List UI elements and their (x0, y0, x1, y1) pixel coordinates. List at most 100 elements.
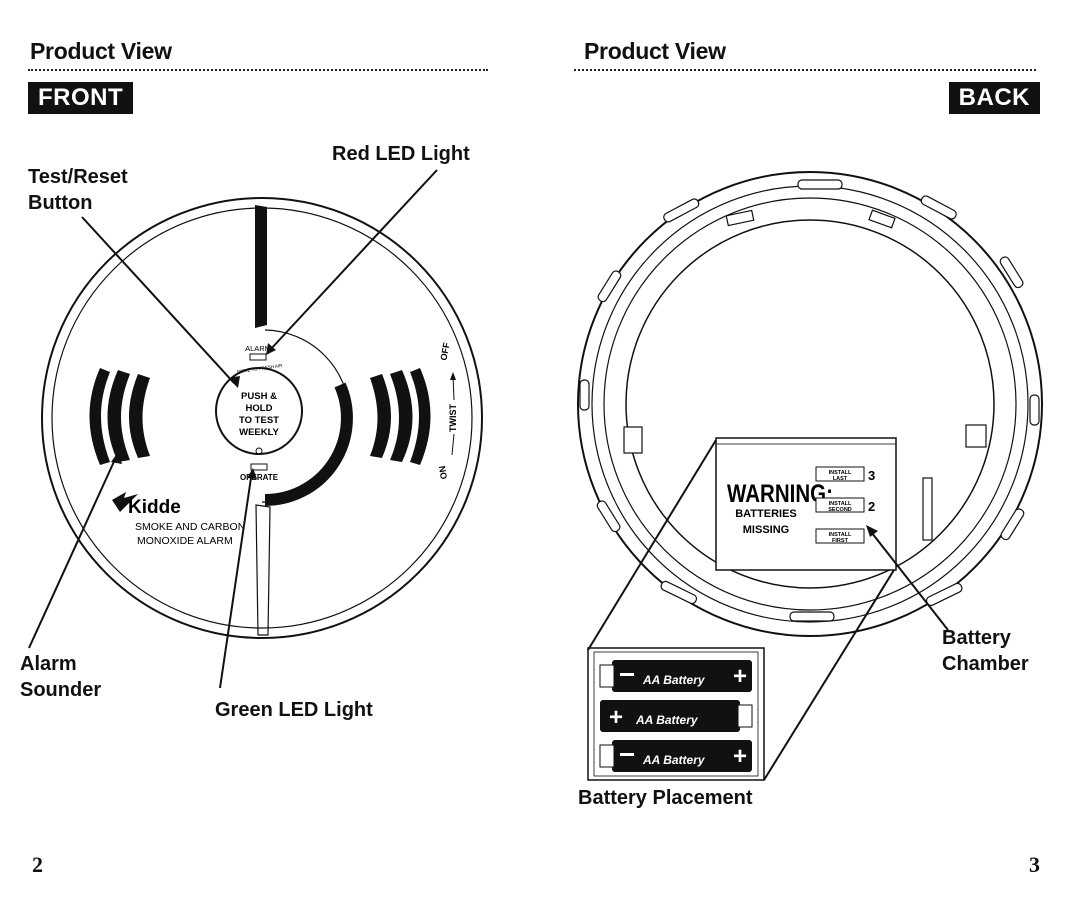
battery-terminal (599, 744, 615, 768)
aa-battery: + AA Battery (599, 660, 752, 692)
mounting-slot (1029, 394, 1040, 426)
install-slot-box (815, 528, 865, 544)
battery-terminal (599, 664, 615, 688)
install-slot: INSTALL SECOND 2 (815, 497, 875, 514)
mounting-tab (623, 426, 643, 454)
install-slot-line1: INSTALL (829, 532, 852, 538)
red-led (249, 353, 267, 361)
base-inner-ring (625, 219, 995, 589)
button-text-line: TO TEST (239, 415, 279, 426)
callout-green-led: Green LED Light (215, 699, 373, 721)
battery-label: AA Battery (635, 713, 699, 727)
sounder-slot (370, 374, 391, 458)
install-slot-line1: INSTALL (829, 470, 852, 476)
dotted-rule (574, 69, 1036, 71)
mounting-tab (868, 209, 896, 229)
aa-battery: + AA Battery (599, 740, 752, 772)
battery-tray-inner (593, 651, 759, 777)
callout-test-reset-line1: Test/Reset (28, 166, 128, 188)
sounder-slot (390, 370, 413, 462)
install-slot-line2: FIRST (832, 538, 849, 544)
button-dot (255, 447, 263, 455)
move-to-fresh-air-label: MOVE TO FRESH AIR (237, 363, 284, 374)
leader-battery-placement (587, 439, 717, 651)
brand-name: Kidde (128, 497, 181, 518)
front-diagram: PUSH & HOLD TO TEST WEEKLY ALARM MOVE TO… (28, 169, 483, 689)
light-pipe-top (255, 205, 267, 328)
callout-battery-chamber-line2: Chamber (942, 653, 1029, 675)
arc-ring-dark (264, 382, 353, 506)
button-text-line: PUSH & (241, 391, 277, 402)
battery-terminal (737, 704, 753, 728)
callout-alarm-sounder-line2: Sounder (20, 679, 102, 701)
callout-test-reset-line2: Button (28, 192, 93, 214)
kidde-logo-icon (112, 492, 138, 512)
install-slot-number: 3 (868, 468, 875, 483)
operate-label: OPERATE (240, 473, 279, 482)
minus-icon (620, 753, 634, 756)
plus-icon: + (733, 743, 747, 770)
front-tag: FRONT (28, 82, 134, 114)
twist-label: TWIST (448, 404, 458, 432)
leader-green-led (219, 470, 253, 689)
base-outer-ring (577, 171, 1043, 637)
button-text-line: WEEKLY (239, 427, 279, 438)
back-diagram: WARNING: BATTERIES MISSING INSTALL LAST … (577, 171, 1043, 781)
light-pipe-bottom (255, 504, 271, 636)
page-number: 2 (32, 852, 43, 877)
install-slot: INSTALL LAST 3 (815, 466, 875, 483)
back-tag: BACK (948, 82, 1040, 114)
battery-body (612, 740, 752, 772)
mounting-slot (920, 195, 957, 220)
mounting-tab (725, 209, 755, 227)
install-slot-number: 2 (868, 499, 875, 514)
arrowhead-icon (266, 343, 276, 355)
callout-battery-placement: Battery Placement (578, 787, 753, 809)
green-led (250, 463, 268, 471)
install-slot: INSTALL FIRST (815, 528, 865, 544)
plus-icon: + (609, 704, 623, 731)
install-slot-line2: LAST (833, 476, 848, 482)
sounder-slot (89, 368, 110, 465)
product-line-1: SMOKE AND CARBON (135, 521, 245, 533)
mounting-slot (663, 198, 700, 223)
callout-battery-chamber-line1: Battery (942, 627, 1011, 649)
leader-red-led (269, 169, 438, 351)
alarm-label: ALARM (245, 344, 271, 353)
sounder-slot (107, 370, 130, 462)
mounting-slot (1000, 508, 1025, 541)
button-text-line: HOLD (246, 403, 273, 414)
plus-icon: + (733, 663, 747, 690)
mounting-slot (797, 179, 843, 190)
batteries-text: BATTERIES (735, 508, 797, 520)
battery-body (612, 660, 752, 692)
leader-alarm-sounder (28, 454, 118, 649)
arrowhead-icon (111, 452, 122, 464)
leader-battery-placement (763, 569, 895, 781)
install-slot-box (815, 466, 865, 482)
mounting-slot (999, 256, 1024, 289)
page-number: 3 (1029, 852, 1040, 877)
sounder-slot (129, 374, 150, 458)
install-slot-box (815, 497, 865, 513)
section-title: Product View (584, 38, 726, 64)
twist-arrow-line (451, 433, 455, 456)
arrowhead-icon (866, 525, 878, 537)
callout-red-led: Red LED Light (332, 143, 470, 165)
install-slot-line1: INSTALL (829, 501, 852, 507)
battery-label: AA Battery (642, 673, 706, 687)
warning-text: WARNING: (727, 479, 833, 507)
mounting-slot (596, 500, 621, 533)
battery-label: AA Battery (642, 753, 706, 767)
battery-chamber (715, 437, 897, 571)
callout-alarm-sounder-line1: Alarm (20, 653, 77, 675)
mounting-tab (965, 424, 987, 448)
mounting-slots (579, 179, 1040, 622)
arrowhead-icon (228, 376, 240, 388)
minus-icon (620, 673, 634, 676)
aa-battery: + AA Battery (600, 700, 753, 732)
product-line-2: MONOXIDE ALARM (137, 535, 233, 547)
off-label: OFF (439, 341, 452, 361)
left-page: Product View FRONT PUSH & HOLD TO TEST W… (20, 38, 488, 877)
dotted-rule (28, 69, 488, 71)
